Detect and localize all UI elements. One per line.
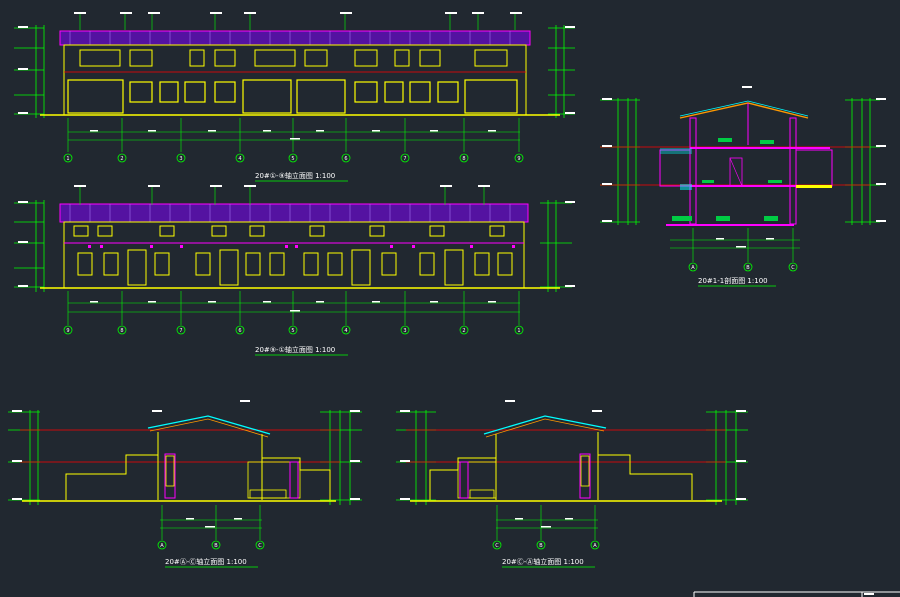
grid-label: A — [593, 543, 597, 549]
grid-label: A — [160, 543, 164, 549]
grid-label: 1 — [517, 328, 520, 334]
grid-label: 8 — [462, 156, 465, 162]
grid-label: 5 — [291, 328, 294, 334]
side-elevation-right: C B A 20#Ⓒ-Ⓐ轴立面图 1:100 — [396, 400, 748, 568]
grid-label: 2 — [462, 328, 465, 334]
grid-label: 4 — [344, 328, 347, 334]
grid-label: C — [791, 265, 795, 271]
title-block-frame — [693, 591, 900, 597]
grid-label: B — [539, 543, 543, 549]
side-elevation-left: A B C 20#Ⓐ-Ⓒ轴立面图 1:100 — [8, 400, 362, 568]
grid-label: 6 — [238, 328, 241, 334]
grid-label: C — [495, 543, 499, 549]
grid-label: 6 — [344, 156, 347, 162]
grid-label: C — [258, 543, 262, 549]
grid-label: 3 — [403, 328, 406, 334]
side-right-title: 20#Ⓒ-Ⓐ轴立面图 1:100 — [502, 557, 584, 566]
grid-label: 7 — [179, 328, 182, 334]
grid-label: 5 — [291, 156, 294, 162]
grid-label: 4 — [238, 156, 241, 162]
grid-label: 2 — [120, 156, 123, 162]
section-1-1: A B C 20#1-1剖面图 1:100 — [600, 86, 886, 287]
grid-label: 8 — [120, 328, 123, 334]
section-title: 20#1-1剖面图 1:100 — [698, 276, 768, 285]
front-elevation-title: 20#①-⑨轴立面图 1:100 — [255, 171, 335, 180]
grid-label: 3 — [179, 156, 182, 162]
grid-label: A — [691, 265, 695, 271]
grid-label: B — [746, 265, 750, 271]
grid-label: B — [214, 543, 218, 549]
grid-label: 7 — [403, 156, 406, 162]
grid-label: 1 — [66, 156, 69, 162]
side-left-title: 20#Ⓐ-Ⓒ轴立面图 1:100 — [165, 557, 247, 566]
back-elevation: 9 8 7 6 5 4 3 2 1 20#⑨-①轴立面图 1:100 — [14, 185, 575, 356]
back-elevation-title: 20#⑨-①轴立面图 1:100 — [255, 345, 335, 354]
front-elevation: 1 2 3 4 5 6 7 8 9 20#①-⑨轴立面图 1:100 — [14, 12, 575, 182]
grid-label: 9 — [517, 156, 520, 162]
grid-label: 9 — [66, 328, 69, 334]
